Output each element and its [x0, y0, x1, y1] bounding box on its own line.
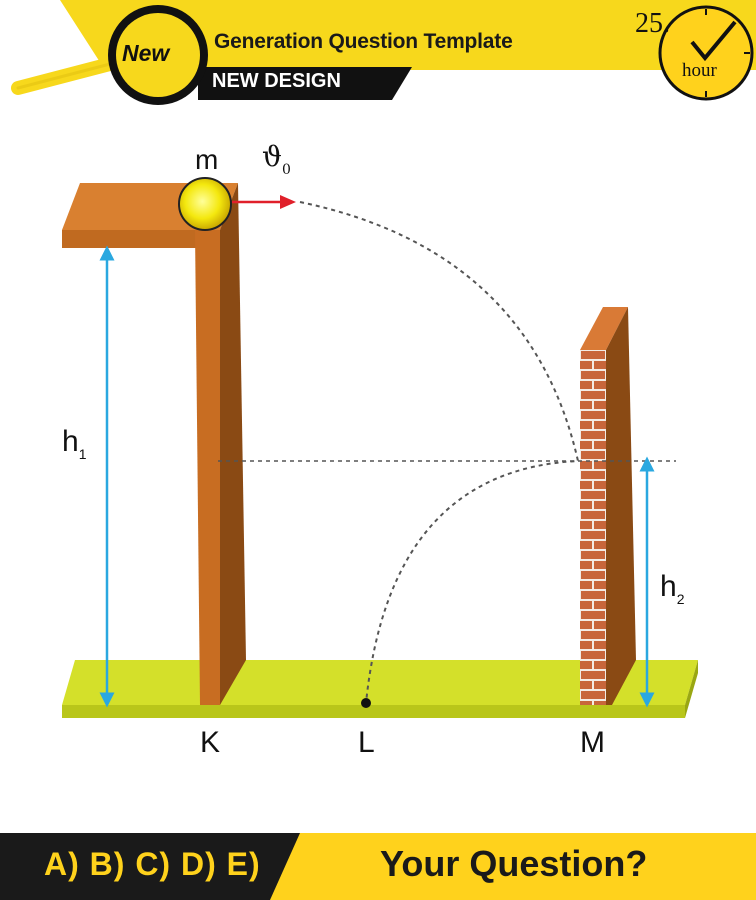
- trajectory-path: [299, 201, 580, 704]
- header-banner: [11, 0, 756, 105]
- footer-banner: [0, 833, 756, 900]
- header-title: Generation Question Template: [214, 30, 513, 53]
- velocity-arrow: [232, 195, 296, 209]
- point-k-label: K: [200, 726, 221, 759]
- question-text: Your Question?: [380, 843, 648, 884]
- answer-options: A) B) C) D) E): [44, 846, 261, 882]
- ball: [178, 177, 232, 231]
- velocity-symbol: ϑ: [262, 140, 283, 173]
- timer-value: 25.: [635, 8, 670, 39]
- subtitle-bar: [198, 67, 412, 100]
- velocity-subscript: 0: [282, 162, 291, 178]
- h1-symbol: h: [62, 425, 79, 458]
- h2-label: h2: [660, 570, 685, 607]
- new-badge: New: [122, 40, 170, 66]
- clock-icon: [658, 5, 754, 101]
- point-m-label: M: [580, 726, 605, 759]
- h1-subscript: 1: [78, 446, 87, 462]
- mass-label: m: [195, 144, 219, 175]
- h1-label: h1: [62, 425, 87, 462]
- h2-symbol: h: [660, 570, 677, 603]
- point-l-marker: [361, 698, 371, 708]
- check-icon: [690, 20, 737, 62]
- brick-wall: [580, 307, 636, 705]
- tower: [62, 183, 246, 705]
- point-l-label: L: [358, 726, 375, 759]
- timer-unit: hour: [682, 60, 717, 81]
- velocity-label: ϑ0: [262, 140, 291, 178]
- h2-subscript: 2: [676, 591, 685, 607]
- header-subtitle: NEW DESIGN: [212, 70, 341, 92]
